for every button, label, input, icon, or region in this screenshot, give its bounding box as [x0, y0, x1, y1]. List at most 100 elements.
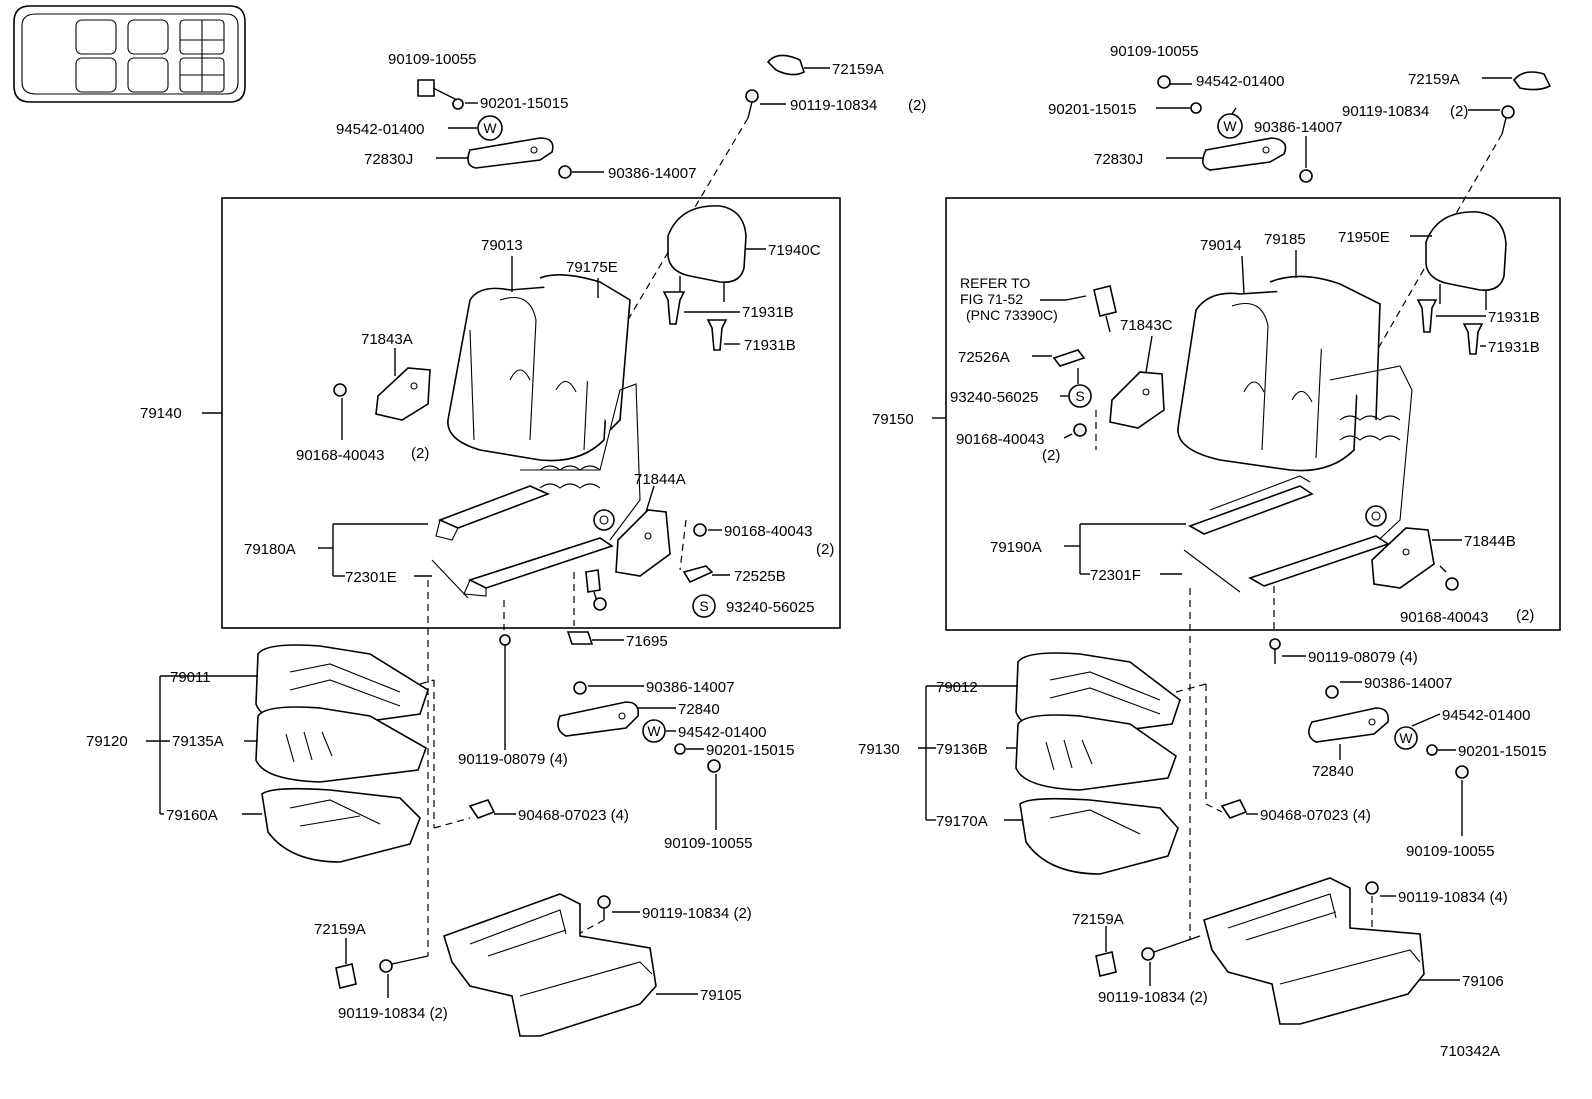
- right-bolt-bottom-l: [1141, 935, 1201, 986]
- left-seat-base-frame: [443, 893, 698, 1037]
- label-94542-01400-mid: 94542-01400: [678, 724, 766, 741]
- label-90168-40043-r: 90168-40043: [724, 523, 812, 540]
- left-bolt-08079: [499, 634, 511, 750]
- right-seat-cushion-stack: [1015, 652, 1207, 875]
- label-r-79170a: 79170A: [936, 813, 988, 830]
- label-r-90119-10834-bl: 90119-10834 (2): [1098, 989, 1208, 1006]
- left-headrest: [667, 205, 766, 302]
- label-90168-40043-l: 90168-40043: [296, 447, 384, 464]
- right-seatbelt-buckle: [1040, 285, 1117, 333]
- label-r-90386-14007-top: 90386-14007: [1254, 119, 1342, 136]
- label-90119-08079-left: 90119-08079 (4): [458, 751, 568, 768]
- label-r-72159a-bl: 72159A: [1072, 911, 1124, 928]
- label-r-79190a: 79190A: [990, 539, 1042, 556]
- right-seat-base-frame: [1203, 877, 1460, 1025]
- label-r-90201-15015-mid: 90201-15015: [1458, 743, 1546, 760]
- left-bracket-71695: [566, 631, 624, 645]
- right-seatback-assembly-box: [945, 197, 1561, 631]
- label-90201-15015-top: 90201-15015: [480, 95, 568, 112]
- label-r-90468-07023: 90468-07023 (4): [1260, 807, 1371, 824]
- label-r-72301f: 72301F: [1090, 567, 1141, 584]
- label-90119-10834-top-qty: (2): [908, 97, 926, 114]
- label-r-79106: 79106: [1462, 973, 1504, 990]
- label-r-71931b-b: 71931B: [1488, 339, 1540, 356]
- label-71940c: 71940C: [768, 242, 821, 259]
- label-94542-01400-top: 94542-01400: [336, 121, 424, 138]
- label-90468-07023-left: 90468-07023 (4): [518, 807, 629, 824]
- label-r-71844b: 71844B: [1464, 533, 1516, 550]
- left-seat-frame: [435, 383, 641, 597]
- label-79175e: 79175E: [566, 259, 618, 276]
- right-cover-cap-top: [1482, 71, 1552, 91]
- label-r-79012: 79012: [936, 679, 978, 696]
- washer-symbol-right: W: [1223, 118, 1237, 134]
- label-90119-10834-top: 90119-10834: [790, 97, 877, 114]
- label-79180a: 79180A: [244, 541, 296, 558]
- left-outer-cover: [615, 485, 722, 577]
- label-r-71931b-a: 71931B: [1488, 309, 1540, 326]
- label-71931b-a: 71931B: [742, 304, 794, 321]
- label-r-90168-40043-l-qty: (2): [1042, 447, 1060, 464]
- snap-symbol-right: S: [1075, 388, 1084, 404]
- right-headrest-supports: [1416, 299, 1486, 355]
- label-r-72159a-top: 72159A: [1408, 71, 1460, 88]
- label-90119-10834-bl: 90119-10834 (2): [338, 1005, 448, 1022]
- left-armrest-72840: W: [557, 681, 721, 830]
- label-r-90119-10834-br: 90119-10834 (4): [1398, 889, 1508, 906]
- label-79135a: 79135A: [172, 733, 224, 750]
- label-r-90119-10834-top: 90119-10834: [1342, 103, 1429, 120]
- label-72159a-bl: 72159A: [314, 921, 366, 938]
- label-r-72526a: 72526A: [958, 349, 1010, 366]
- right-inner-cover: [1063, 335, 1165, 450]
- label-r-94542-01400-mid: 94542-01400: [1442, 707, 1530, 724]
- left-cover-cap-top: [766, 54, 830, 76]
- right-bolt-bottom-r: [1365, 881, 1396, 928]
- label-79120: 79120: [86, 733, 128, 750]
- right-bolt-top: [1359, 105, 1515, 381]
- label-r-79150: 79150: [872, 411, 914, 428]
- right-outer-cover: [1371, 527, 1462, 591]
- label-r-72830j: 72830J: [1094, 151, 1143, 168]
- right-cap-72159a-bottom: [1095, 926, 1117, 977]
- label-r-93240-56025: 93240-56025: [950, 389, 1038, 406]
- washer-symbol-right-mid: W: [1399, 730, 1413, 746]
- left-adjuster-bracket: [318, 523, 469, 599]
- label-r-90109-10055-mid: 90109-10055: [1406, 843, 1494, 860]
- right-seatback: [1177, 275, 1381, 472]
- label-r-72840: 72840: [1312, 763, 1354, 780]
- label-71844a: 71844A: [634, 471, 686, 488]
- label-90168-40043-r-qty: (2): [816, 541, 834, 558]
- label-71695: 71695: [626, 633, 668, 650]
- label-79140: 79140: [140, 405, 182, 422]
- label-90386-14007-mid: 90386-14007: [646, 679, 734, 696]
- left-seatback: [447, 274, 631, 462]
- label-r-refer-1: REFER TO: [960, 275, 1030, 291]
- label-r-71843c: 71843C: [1120, 317, 1173, 334]
- label-90109-10055-mid: 90109-10055: [664, 835, 752, 852]
- label-90119-10834-bc: 90119-10834 (2): [642, 905, 752, 922]
- left-clip-90468: [433, 799, 516, 829]
- label-r-refer-3: (PNC 73390C): [966, 307, 1058, 323]
- label-90201-15015-mid: 90201-15015: [706, 742, 794, 759]
- label-71931b-b: 71931B: [744, 337, 796, 354]
- right-headrest: [1410, 211, 1507, 310]
- left-inner-cover: [333, 348, 431, 440]
- label-79160a: 79160A: [166, 807, 218, 824]
- left-seat-cushion-stack: [255, 644, 435, 863]
- label-r-90168-40043-l: 90168-40043: [956, 431, 1044, 448]
- label-r-refer-2: FIG 71-52: [960, 291, 1023, 307]
- label-r-79136b: 79136B: [936, 741, 988, 758]
- right-armrest-hardware: W: [1156, 75, 1313, 183]
- right-strap-72526a: S: [1032, 349, 1092, 408]
- label-72525b: 72525B: [734, 568, 786, 585]
- left-cap-72159a-bottom: [335, 938, 357, 989]
- right-seat-frame: [1188, 365, 1413, 587]
- washer-symbol-mid: W: [647, 723, 661, 739]
- label-r-71950e: 71950E: [1338, 229, 1390, 246]
- label-90109-10055-top: 90109-10055: [388, 51, 476, 68]
- label-r-90168-40043-r: 90168-40043: [1400, 609, 1488, 626]
- label-r-94542-01400-top: 94542-01400: [1196, 73, 1284, 90]
- label-72840-left: 72840: [678, 701, 720, 718]
- vehicle-seat-layout-icon: [13, 5, 246, 103]
